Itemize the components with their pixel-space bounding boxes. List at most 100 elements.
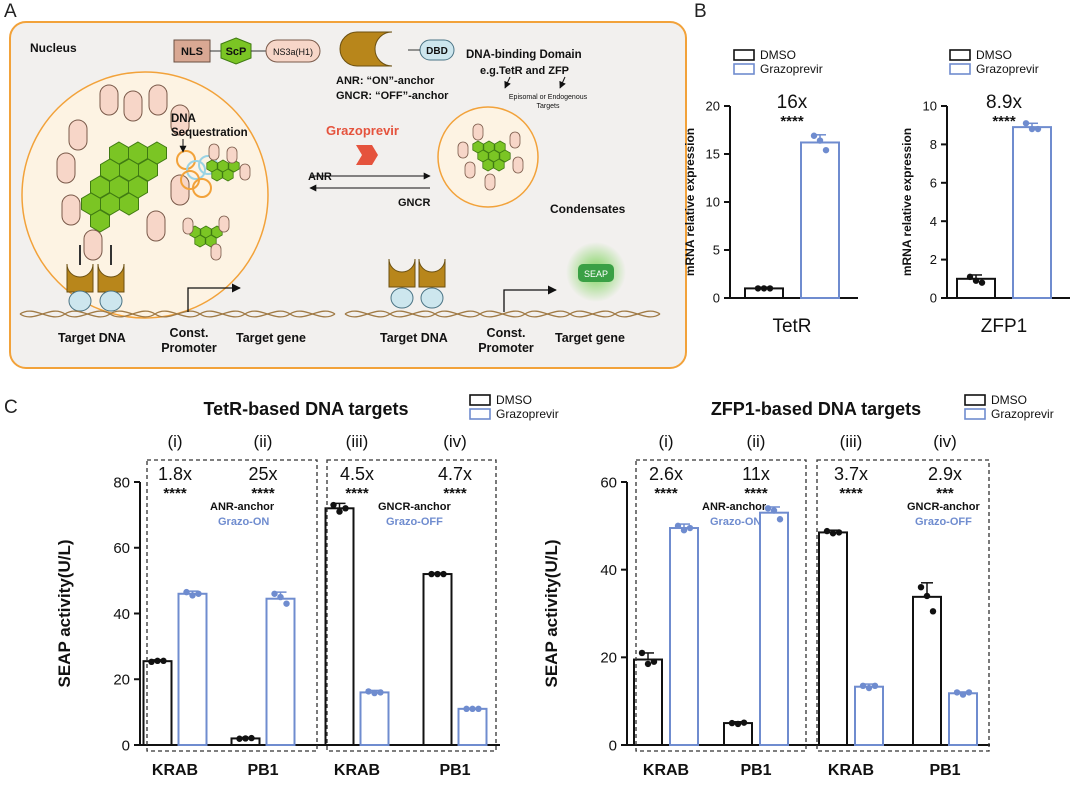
legend-label: DMSO <box>496 393 532 407</box>
legend-label: Grazoprevir <box>760 62 823 76</box>
bar-dmso <box>324 507 355 746</box>
data-point <box>469 705 476 713</box>
group-label: (i) <box>167 432 182 451</box>
bar-grazoprevir <box>948 692 978 747</box>
scp-label: ScP <box>226 46 247 58</box>
drug-icon <box>356 145 378 165</box>
y-tick-label: 5 <box>713 243 720 258</box>
data-point <box>160 657 167 665</box>
data-point <box>1028 125 1036 133</box>
y-axis-label: mRNA relative expression <box>900 128 914 276</box>
fold-change-label: 8.9x <box>986 92 1022 113</box>
box-anchor-label: GNCR-anchor <box>907 501 980 513</box>
fold-change-label: 2.6x <box>649 464 683 484</box>
group-label: (iv) <box>933 432 957 451</box>
y-tick-label: 0 <box>609 737 617 754</box>
legend-swatch-dmso <box>733 49 755 61</box>
legend-label: Grazoprevir <box>991 407 1054 421</box>
data-point <box>686 524 694 532</box>
data-point <box>248 734 255 742</box>
right-target-gene-label: Target gene <box>555 331 625 345</box>
y-tick-label: 10 <box>706 195 720 210</box>
data-point <box>650 658 658 665</box>
data-point <box>965 689 973 696</box>
x-category-label: PB1 <box>439 762 470 779</box>
data-point <box>823 527 831 535</box>
group-label: (iii) <box>840 432 863 451</box>
bar-grazoprevir <box>359 691 390 747</box>
dna-sequestration-line1: DNA <box>171 113 196 125</box>
significance-stars: **** <box>345 485 369 502</box>
x-category-label: KRAB <box>643 762 689 779</box>
panel-letter-b: B <box>694 1 707 22</box>
significance-stars: *** <box>936 485 954 502</box>
data-point <box>953 689 961 696</box>
data-point <box>764 505 772 512</box>
left-const-label-1: Const. <box>170 326 209 340</box>
bar-grazoprevir <box>1012 126 1052 300</box>
data-point <box>810 132 818 139</box>
box-anchor-label: ANR-anchor <box>702 501 767 513</box>
box-mode-label: Grazo-ON <box>710 516 761 528</box>
gncr-legend: GNCR: “OFF”-anchor <box>336 90 449 102</box>
bar-grazoprevir <box>177 592 208 747</box>
box-anchor-label: ANR-anchor <box>210 501 275 513</box>
data-point <box>189 592 196 599</box>
left-target-dna-label: Target DNA <box>58 331 126 345</box>
data-point <box>371 689 378 697</box>
group-label: (ii) <box>747 432 766 451</box>
y-tick-label: 15 <box>706 147 720 162</box>
y-tick-label: 20 <box>600 650 617 667</box>
data-point <box>330 501 337 509</box>
legend-label: DMSO <box>976 48 1012 62</box>
left-target-gene-label: Target gene <box>236 331 306 345</box>
bar-grazoprevir <box>265 597 296 746</box>
y-tick-label: 20 <box>113 672 130 689</box>
data-point <box>638 649 646 657</box>
significance-stars: **** <box>443 485 467 502</box>
x-category-label: PB1 <box>929 762 960 779</box>
fold-change-label: 3.7x <box>834 464 868 484</box>
data-point <box>154 657 161 665</box>
dna-helix-right <box>344 310 661 318</box>
y-tick-label: 6 <box>930 175 937 190</box>
data-point <box>434 570 441 578</box>
y-tick-label: 40 <box>113 606 130 623</box>
data-point <box>754 285 762 292</box>
data-point <box>236 735 243 742</box>
bar-dmso <box>142 660 173 747</box>
fold-change-label: 11x <box>742 464 770 484</box>
data-point <box>728 719 736 727</box>
y-tick-label: 8 <box>930 137 937 152</box>
data-point <box>871 682 879 690</box>
right-const-label-2: Promoter <box>478 341 534 355</box>
dbd-targets-line1: Episomal or Endogenous <box>509 94 588 101</box>
group-label: (ii) <box>254 432 273 451</box>
data-point <box>365 688 372 695</box>
x-category-label: KRAB <box>152 762 198 779</box>
legend-swatch-grazoprevir <box>949 63 971 75</box>
drug-label: Grazoprevir <box>326 123 399 138</box>
fold-change-label: 4.5x <box>340 464 374 484</box>
seap-label: SEAP <box>584 269 608 279</box>
data-point <box>336 508 343 515</box>
bar-grazoprevir <box>457 707 488 747</box>
bar-dmso <box>818 531 848 746</box>
data-point <box>428 570 435 578</box>
fold-change-label: 1.8x <box>158 464 192 484</box>
y-axis-label: SEAP activity(U/L) <box>55 539 74 687</box>
group-dashed-box <box>816 459 990 752</box>
dbd-targets-line2: Targets <box>537 103 560 110</box>
data-point <box>342 505 349 512</box>
group-label: (i) <box>658 432 673 451</box>
group-label: (iv) <box>443 432 467 451</box>
seap-badge <box>578 264 614 282</box>
nucleus-label: Nucleus <box>30 41 77 55</box>
data-point <box>959 691 967 698</box>
data-point <box>195 590 202 597</box>
group-dashed-box <box>146 459 318 752</box>
data-point <box>1034 125 1042 133</box>
